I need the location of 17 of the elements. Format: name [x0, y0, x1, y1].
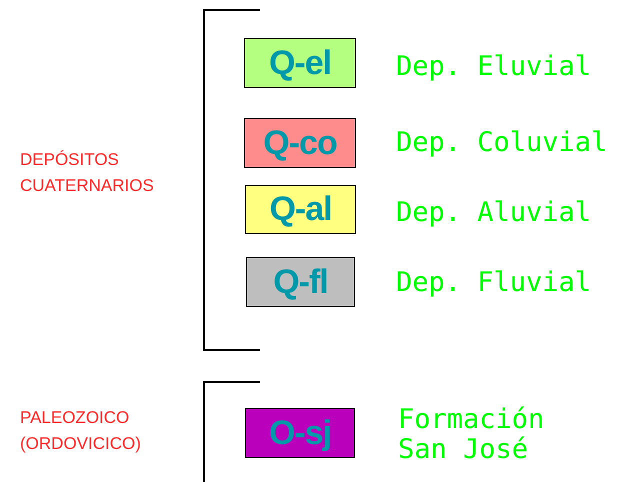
group-label: DEPÓSITOS CUATERNARIOS: [20, 149, 155, 197]
unit-description: Dep. Aluvial: [396, 198, 592, 228]
unit-box: [244, 118, 356, 168]
unit-code: Q-co: [263, 124, 337, 162]
unit-box: [244, 38, 356, 88]
unit-code: Q-el: [268, 44, 332, 82]
unit-code: Q-fl: [273, 262, 328, 302]
unit-description: Formación San José: [398, 405, 546, 465]
unit-code: O-sj: [268, 414, 332, 452]
unit-code: Q-al: [269, 190, 332, 229]
group-label: PALEOZOICO (ORDOVICICO): [20, 407, 142, 455]
unit-description: Dep. Eluvial: [396, 52, 592, 82]
unit-box: [246, 257, 355, 307]
unit-box: [245, 185, 356, 234]
unit-box: [245, 408, 355, 458]
unit-description: Dep. Fluvial: [396, 268, 592, 298]
unit-description: Dep. Coluvial: [396, 128, 608, 158]
